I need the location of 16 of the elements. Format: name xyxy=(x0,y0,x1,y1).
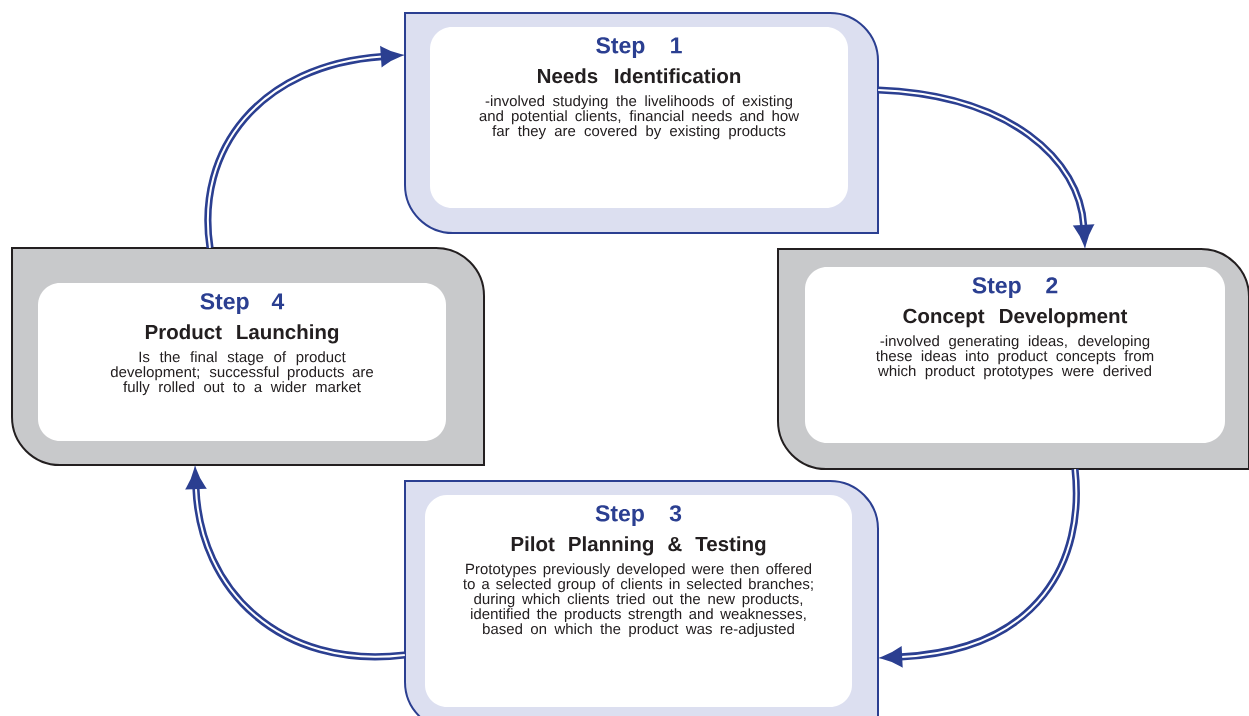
step-description: -involved generating ideas, developing these ideas into product concepts from which product prototypes were derived xyxy=(876,335,1154,380)
step-title: Needs Identification xyxy=(538,68,741,84)
cycle-arrow xyxy=(186,468,406,661)
step-title: Product Launching xyxy=(145,324,339,344)
step-number: Step 3 xyxy=(595,505,682,527)
step-description: -involved studying the livelihoods of existing and potential clients, financial needs and how far they are covered by existing products xyxy=(479,95,800,140)
step-description: Is the final stage of product development; successful products are fully rolled out to a wider market xyxy=(110,351,374,396)
step-number: Step 1 xyxy=(596,37,682,58)
step-title: Pilot Planning & Testing xyxy=(511,536,766,556)
cycle-arrow xyxy=(877,86,1094,246)
step-number: Step 2 xyxy=(972,277,1058,299)
step-description: Prototypes previously developed were then offered to a selected group of clients in selected branches; during which clients tried out the new products, identified the products strength and weaknesses, based on which the product was re-adjusted xyxy=(463,563,813,638)
cycle-arrow xyxy=(204,46,402,249)
step-number: Step 4 xyxy=(200,293,285,315)
step-title: Concept Development xyxy=(903,308,1128,328)
cycle-arrow xyxy=(881,468,1080,667)
